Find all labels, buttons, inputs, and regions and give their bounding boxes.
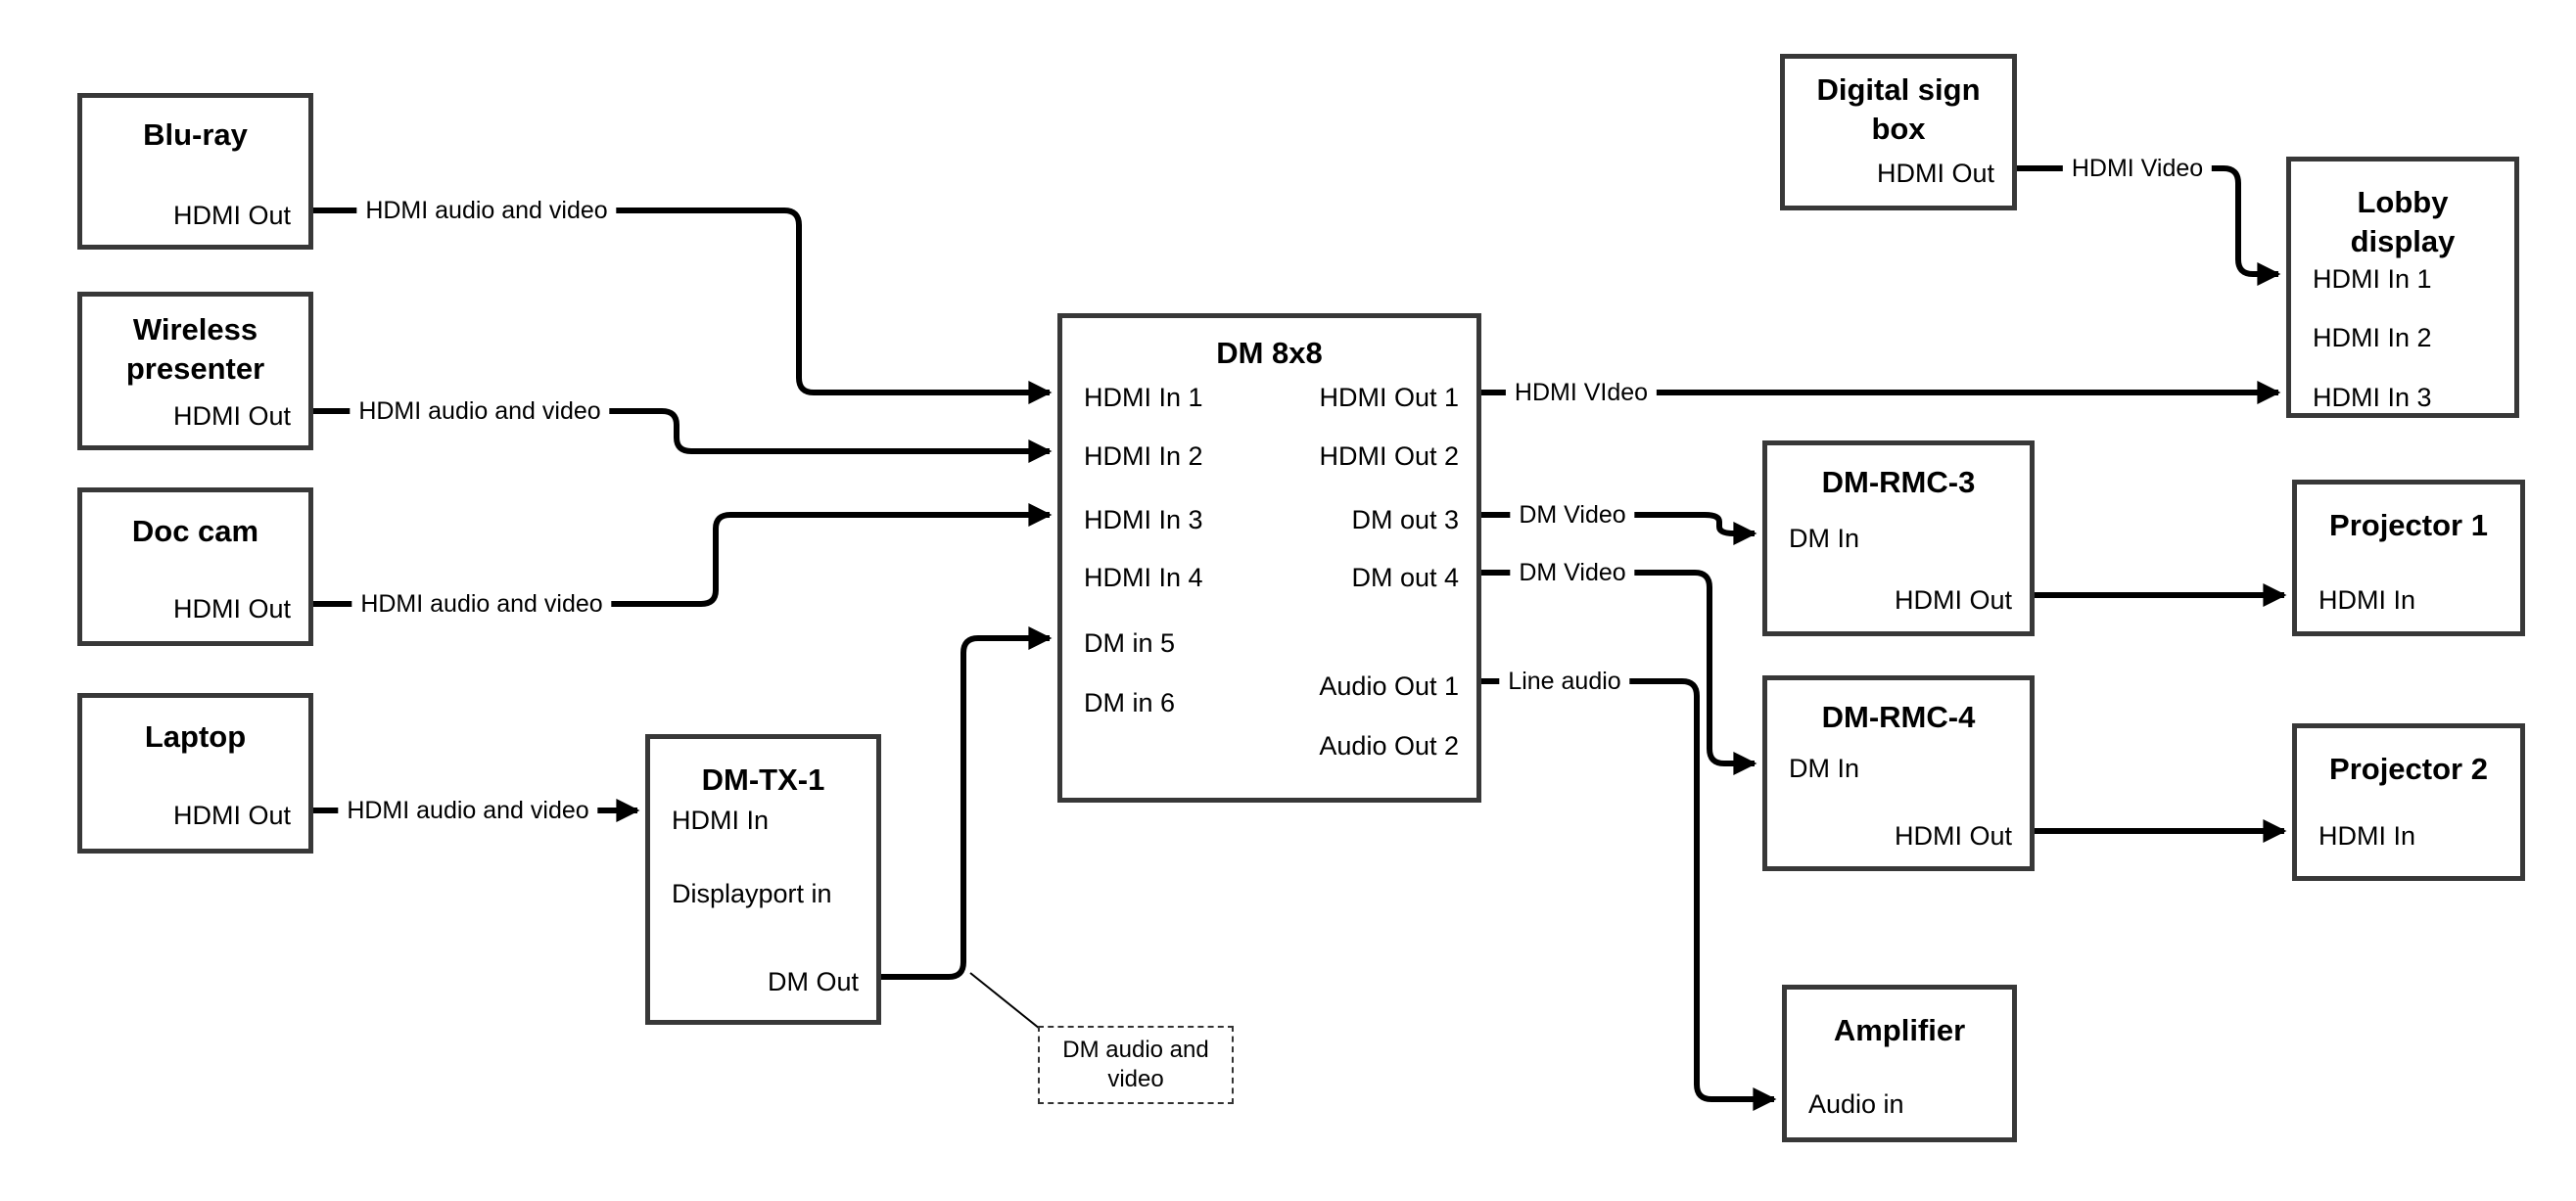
wire-bluray-to-dm8x8-hdmi-in-1 (313, 208, 1053, 404)
port-hdmi-out: HDMI Out (172, 201, 291, 230)
wire-label-hdmi-audio-video-wireless: HDMI audio and video (350, 396, 610, 426)
node-doc-cam: Doc cam HDMI Out (77, 487, 313, 646)
port-hdmi-out: HDMI Out (172, 594, 291, 624)
node-title: Amplifier (1833, 1013, 1966, 1047)
node-title: Digital sign box (1816, 72, 1981, 146)
annotation-text: DM audio and video (1062, 1037, 1209, 1092)
port-dm-out-3: DM out 3 (1351, 505, 1459, 534)
node-title: Projector 2 (2329, 752, 2488, 786)
node-title: DM-RMC-4 (1821, 700, 1976, 734)
node-lobby-display: Lobby display HDMI In 1 HDMI In 2 HDMI I… (2286, 157, 2519, 418)
node-title: Lobby display (2350, 185, 2456, 258)
node-title: DM-TX-1 (701, 762, 825, 797)
wire-dm8x8-dm-out-3-to-rmc3-dm-in (1481, 512, 1757, 545)
port-hdmi-out: HDMI Out (1894, 821, 2012, 851)
port-audio-in: Audio in (1808, 1089, 1904, 1119)
wire-label-line-audio: Line audio (1499, 667, 1630, 696)
node-title: Laptop (144, 719, 247, 754)
node-dm-rmc-3: DM-RMC-3 DM In HDMI Out (1762, 440, 2035, 636)
port-hdmi-in-2: HDMI In 2 (2313, 323, 2432, 352)
wire-dm8x8-audio-out-1-to-amp-audio-in (1481, 678, 1777, 1111)
annotation-dm-audio-and-video: DM audio and video (1038, 1026, 1234, 1104)
port-hdmi-in: HDMI In (2318, 821, 2416, 851)
wire-dm8x8-dm-out-4-to-rmc4-dm-in (1481, 570, 1757, 775)
port-dm-in: DM In (1789, 754, 1860, 783)
port-dm-in: DM In (1789, 524, 1860, 553)
node-title: Doc cam (131, 514, 259, 548)
node-projector-1: Projector 1 HDMI In (2292, 480, 2525, 636)
node-title: DM 8x8 (1216, 336, 1323, 370)
node-projector-2: Projector 2 HDMI In (2292, 723, 2525, 881)
node-title: Projector 1 (2329, 508, 2488, 542)
node-title: Wireless presenter (125, 312, 265, 386)
port-hdmi-out: HDMI Out (1894, 585, 2012, 615)
wire-label-dm-video-out3: DM Video (1510, 500, 1635, 530)
port-hdmi-out: HDMI Out (1876, 159, 1994, 188)
node-title: Blu-ray (143, 117, 248, 152)
annotation-leader-line (969, 972, 1041, 1030)
node-laptop: Laptop HDMI Out (77, 693, 313, 854)
port-hdmi-in: HDMI In (672, 806, 770, 835)
wire-label-hdmi-video-out1: HDMI VIdeo (1505, 378, 1658, 407)
node-blu-ray: Blu-ray HDMI Out (77, 93, 313, 250)
port-hdmi-in-3: HDMI In 3 (1084, 505, 1203, 534)
wire-label-hdmi-audio-video-doccam: HDMI audio and video (351, 589, 612, 619)
node-dm-rmc-4: DM-RMC-4 DM In HDMI Out (1762, 675, 2035, 871)
port-hdmi-out: HDMI Out (172, 401, 291, 431)
port-hdmi-in-2: HDMI In 2 (1084, 441, 1203, 471)
port-audio-out-2: Audio Out 2 (1319, 731, 1459, 761)
node-dm-tx-1: DM-TX-1 HDMI In Displayport in DM Out (645, 734, 881, 1025)
wire-wireless-to-dm8x8-hdmi-in-2 (313, 408, 1053, 463)
port-displayport-in: Displayport in (672, 879, 832, 908)
port-hdmi-in-1: HDMI In 1 (2313, 264, 2432, 294)
port-dm-in-5: DM in 5 (1084, 628, 1176, 658)
node-digital-sign-box: Digital sign box HDMI Out (1780, 54, 2017, 210)
wire-label-hdmi-video-sign: HDMI Video (2062, 154, 2213, 183)
wire-doccam-to-dm8x8-hdmi-in-3 (313, 503, 1053, 607)
port-dm-in-6: DM in 6 (1084, 688, 1176, 717)
wire-dmtx-dmout-to-dm8x8-dm-in-5 (881, 626, 1053, 980)
port-dm-out-4: DM out 4 (1351, 563, 1459, 592)
port-hdmi-out-2: HDMI Out 2 (1319, 441, 1459, 471)
port-audio-out-1: Audio Out 1 (1319, 671, 1459, 701)
port-hdmi-in-3: HDMI In 3 (2313, 383, 2432, 412)
node-dm-8x8: DM 8x8 HDMI In 1 HDMI In 2 HDMI In 3 HDM… (1057, 313, 1481, 803)
port-hdmi-in-1: HDMI In 1 (1084, 383, 1203, 412)
port-hdmi-in-4: HDMI In 4 (1084, 563, 1203, 592)
port-dm-out: DM Out (767, 967, 859, 996)
port-hdmi-out-1: HDMI Out 1 (1319, 383, 1459, 412)
wire-label-hdmi-audio-video-bluray: HDMI audio and video (356, 196, 617, 225)
wire-label-dm-video-out4: DM Video (1510, 558, 1635, 587)
port-hdmi-in: HDMI In (2318, 585, 2416, 615)
wire-signbox-to-lobby-hdmi-in-1 (2017, 165, 2281, 286)
node-wireless-presenter: Wireless presenter HDMI Out (77, 292, 313, 450)
port-hdmi-out: HDMI Out (172, 801, 291, 830)
node-title: DM-RMC-3 (1821, 465, 1976, 499)
wire-label-hdmi-audio-video-laptop: HDMI audio and video (338, 796, 598, 825)
node-amplifier: Amplifier Audio in (1782, 985, 2017, 1142)
